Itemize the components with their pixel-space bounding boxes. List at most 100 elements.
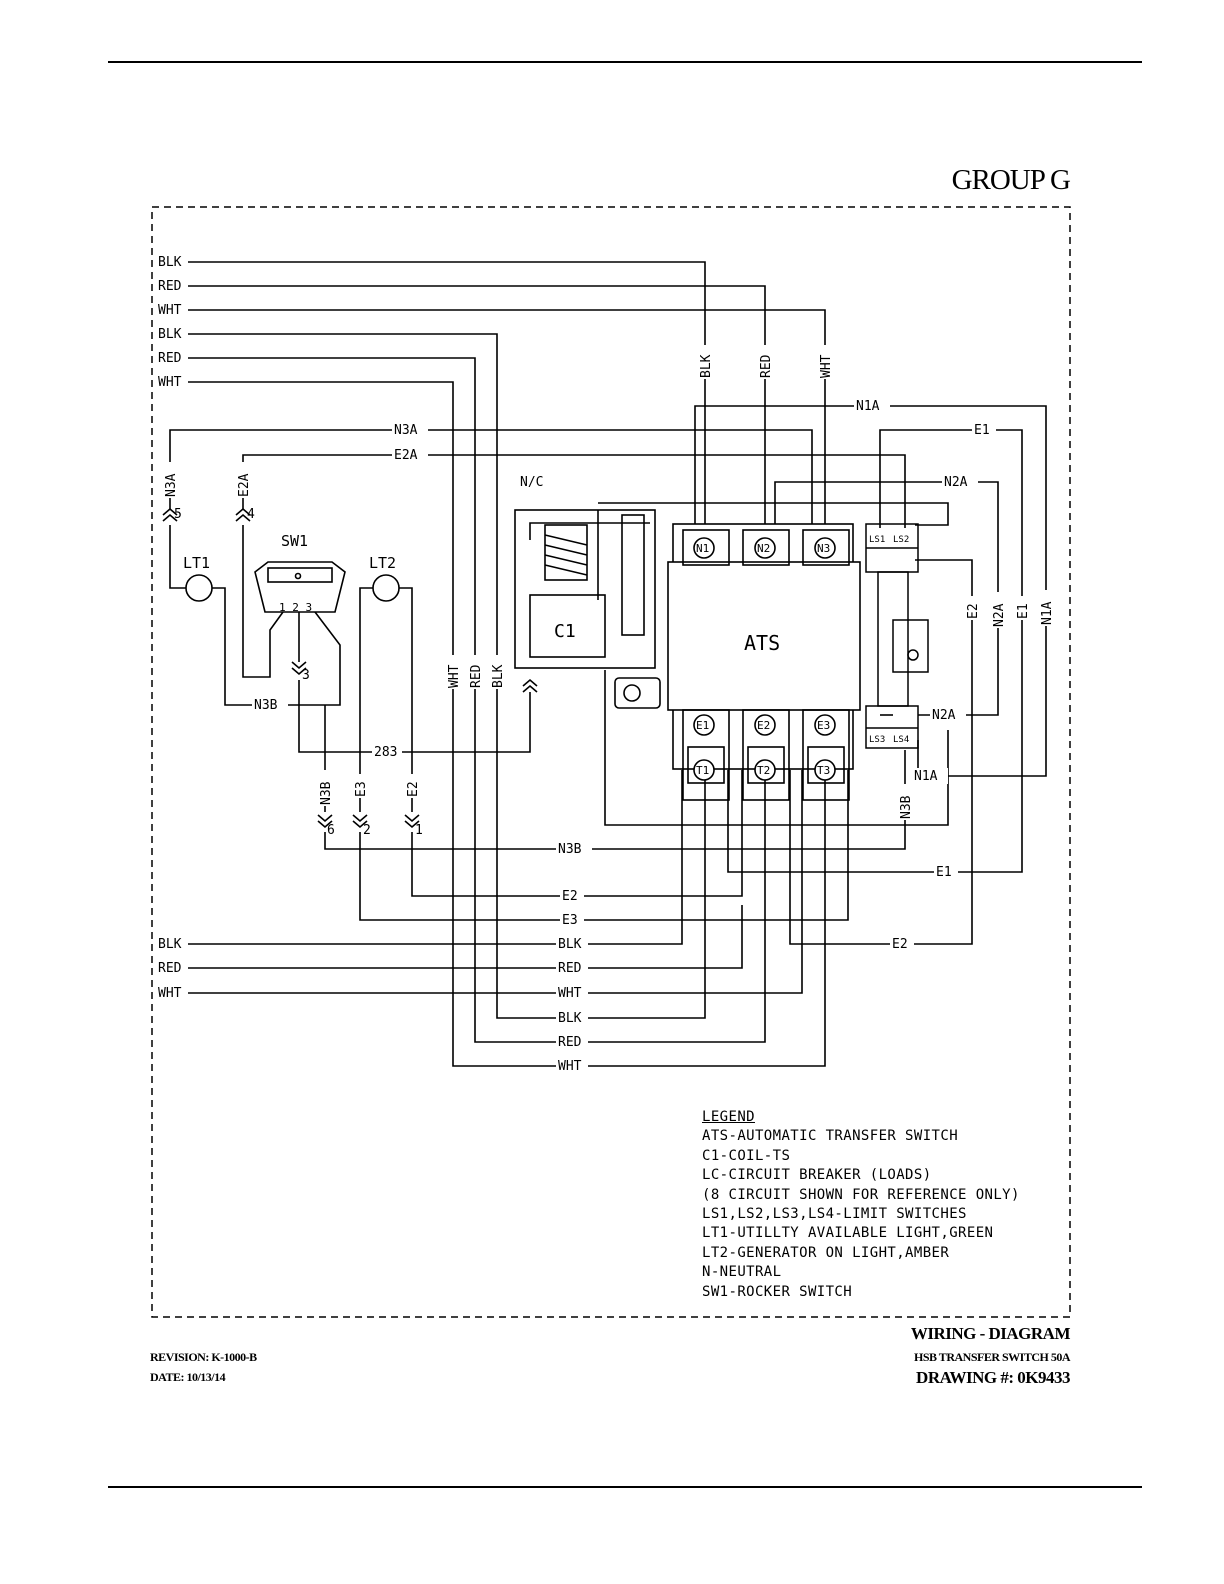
wire-e2-right [789, 559, 973, 945]
legend-item: (8 CIRCUIT SHOWN FOR REFERENCE ONLY) [702, 1186, 1020, 1203]
limit-switch-label: LS4 [893, 735, 909, 745]
rocker-switch-sw1 [254, 561, 346, 613]
label-lt2: LT2 [369, 554, 396, 572]
title-block-drawing-number: DRAWING #: 0K9433 [916, 1368, 1070, 1387]
limit-switch-label: LS3 [869, 735, 885, 745]
wire-red-2 [188, 357, 766, 1043]
wire-label: WHT [819, 354, 834, 378]
net-label-e2: E2 [406, 781, 421, 797]
wire-label: WHT [158, 375, 182, 390]
net-label-n3b: N3B [319, 781, 334, 805]
wire-label: RED [558, 1035, 582, 1050]
terminal-label: N2 [757, 542, 770, 555]
legend-item: SW1-ROCKER SWITCH [702, 1283, 853, 1300]
legend-item: LT2-GENERATOR ON LIGHT,AMBER [702, 1244, 950, 1261]
net-label-e1: E1 [974, 423, 990, 438]
connector-pins: 5 4 3 6 2 1 [174, 507, 423, 838]
terminal-label: N3 [817, 542, 830, 555]
wire-label: WHT [447, 664, 462, 688]
wire-label: WHT [558, 986, 582, 1001]
net-label-n3a: N3A [164, 473, 179, 497]
wire-label: WHT [558, 1059, 582, 1074]
wire-label: BLK [558, 1011, 582, 1026]
legend-item: C1-COIL-TS [702, 1147, 791, 1164]
legend-item: N-NEUTRAL [702, 1264, 782, 1281]
wire-blk-2 [188, 333, 706, 1019]
net-label-e1: E1 [1016, 603, 1031, 619]
title-block-date: DATE: 10/13/14 [150, 1370, 226, 1384]
wire-wht-2 [188, 381, 826, 1067]
wire-blk-n1 [188, 261, 706, 535]
component-labels: SW1 1 2 3 LT1 LT2 C1 ATS N1 N2 N3 E1 E2 … [183, 532, 909, 777]
title-block-title: WIRING - DIAGRAM [910, 1324, 1071, 1343]
limit-switch-label: LS1 [869, 535, 885, 545]
wire-lt2-left [359, 587, 373, 812]
wire-n3a [169, 429, 813, 535]
wire-e1-top [727, 429, 1023, 873]
wire-label: RED [158, 961, 182, 976]
net-label-283: 283 [374, 745, 397, 760]
coil-c1 [514, 509, 656, 669]
wire-label: BLK [158, 255, 182, 270]
terminal-label: N1 [696, 542, 709, 555]
net-label-n3b: N3B [254, 698, 278, 713]
terminal-label: T3 [817, 764, 830, 777]
legend-item: ATS-AUTOMATIC TRANSFER SWITCH [702, 1128, 959, 1145]
connector-pin: 3 [302, 668, 310, 683]
legend: LEGEND ATS-AUTOMATIC TRANSFER SWITCH C1-… [702, 1108, 1020, 1302]
net-label-e2a: E2A [394, 448, 418, 463]
wire-c1-top [598, 502, 949, 526]
net-label-n2a: N2A [944, 475, 968, 490]
top-rule [108, 61, 1142, 63]
light-lt1 [185, 574, 213, 602]
wire-e2 [411, 770, 743, 897]
wire-wht-n3 [188, 309, 826, 535]
wire-lt2-right [398, 587, 413, 812]
connector-pin: 4 [247, 507, 255, 522]
wire-label: BLK [158, 937, 182, 952]
terminal-label: T1 [696, 764, 709, 777]
wire-sw1-pin1 [242, 525, 284, 678]
net-label-e3: E3 [562, 913, 578, 928]
wire-wht-bottom [188, 770, 803, 994]
wires [169, 261, 1047, 1067]
title-block-subtitle: HSB TRANSFER SWITCH 50A [914, 1350, 1070, 1364]
vertical-drop-labels: BLK RED WHT WHT RED BLK [445, 345, 834, 689]
label-sw1: SW1 [281, 532, 308, 550]
title-block-revision: REVISION: K-1000-B [150, 1350, 257, 1364]
net-label-n3a: N3A [394, 423, 418, 438]
terminal-label: E1 [696, 719, 709, 732]
net-label-e2: E2 [892, 937, 908, 952]
wire-label: BLK [558, 937, 582, 952]
net-label-n3b: N3B [899, 795, 914, 819]
wire-label: RED [558, 961, 582, 976]
net-label-n1a: N1A [856, 399, 880, 414]
net-label-e2: E2 [562, 889, 578, 904]
net-label-e1: E1 [936, 865, 952, 880]
legend-item: LC-CIRCUIT BREAKER (LOADS) [702, 1167, 932, 1184]
limit-switch-label: LS2 [893, 535, 909, 545]
net-label-e2a: E2A [237, 473, 252, 497]
inline-wire-labels: BLK RED WHT BLK RED WHT [556, 937, 588, 1075]
net-label-n2a: N2A [992, 603, 1007, 627]
connector-pin: 1 [415, 823, 423, 838]
wire-lt1-n3b [169, 525, 186, 589]
label-c1: C1 [554, 621, 576, 642]
wire-blk-bottom [188, 770, 683, 945]
light-lt2 [372, 574, 400, 602]
connector-pin: 2 [363, 823, 371, 838]
wire-label: RED [158, 351, 182, 366]
wire-red-n2 [188, 285, 766, 535]
terminal-label: E3 [817, 719, 830, 732]
connectors [162, 507, 538, 829]
wire-283 [298, 680, 531, 753]
connector-pin: 6 [327, 823, 335, 838]
wire-label: BLK [491, 664, 506, 688]
net-labels: N1A N1A N1A N3A N3A E2A E2A E1 E1 E1 N2A… [162, 398, 1055, 952]
group-title: GROUP G [951, 164, 1071, 196]
legend-item: LS1,LS2,LS3,LS4-LIMIT SWITCHES [702, 1206, 967, 1223]
connector-pin: 5 [174, 507, 182, 522]
wire-e3 [359, 770, 849, 921]
wire-label: RED [759, 354, 774, 378]
